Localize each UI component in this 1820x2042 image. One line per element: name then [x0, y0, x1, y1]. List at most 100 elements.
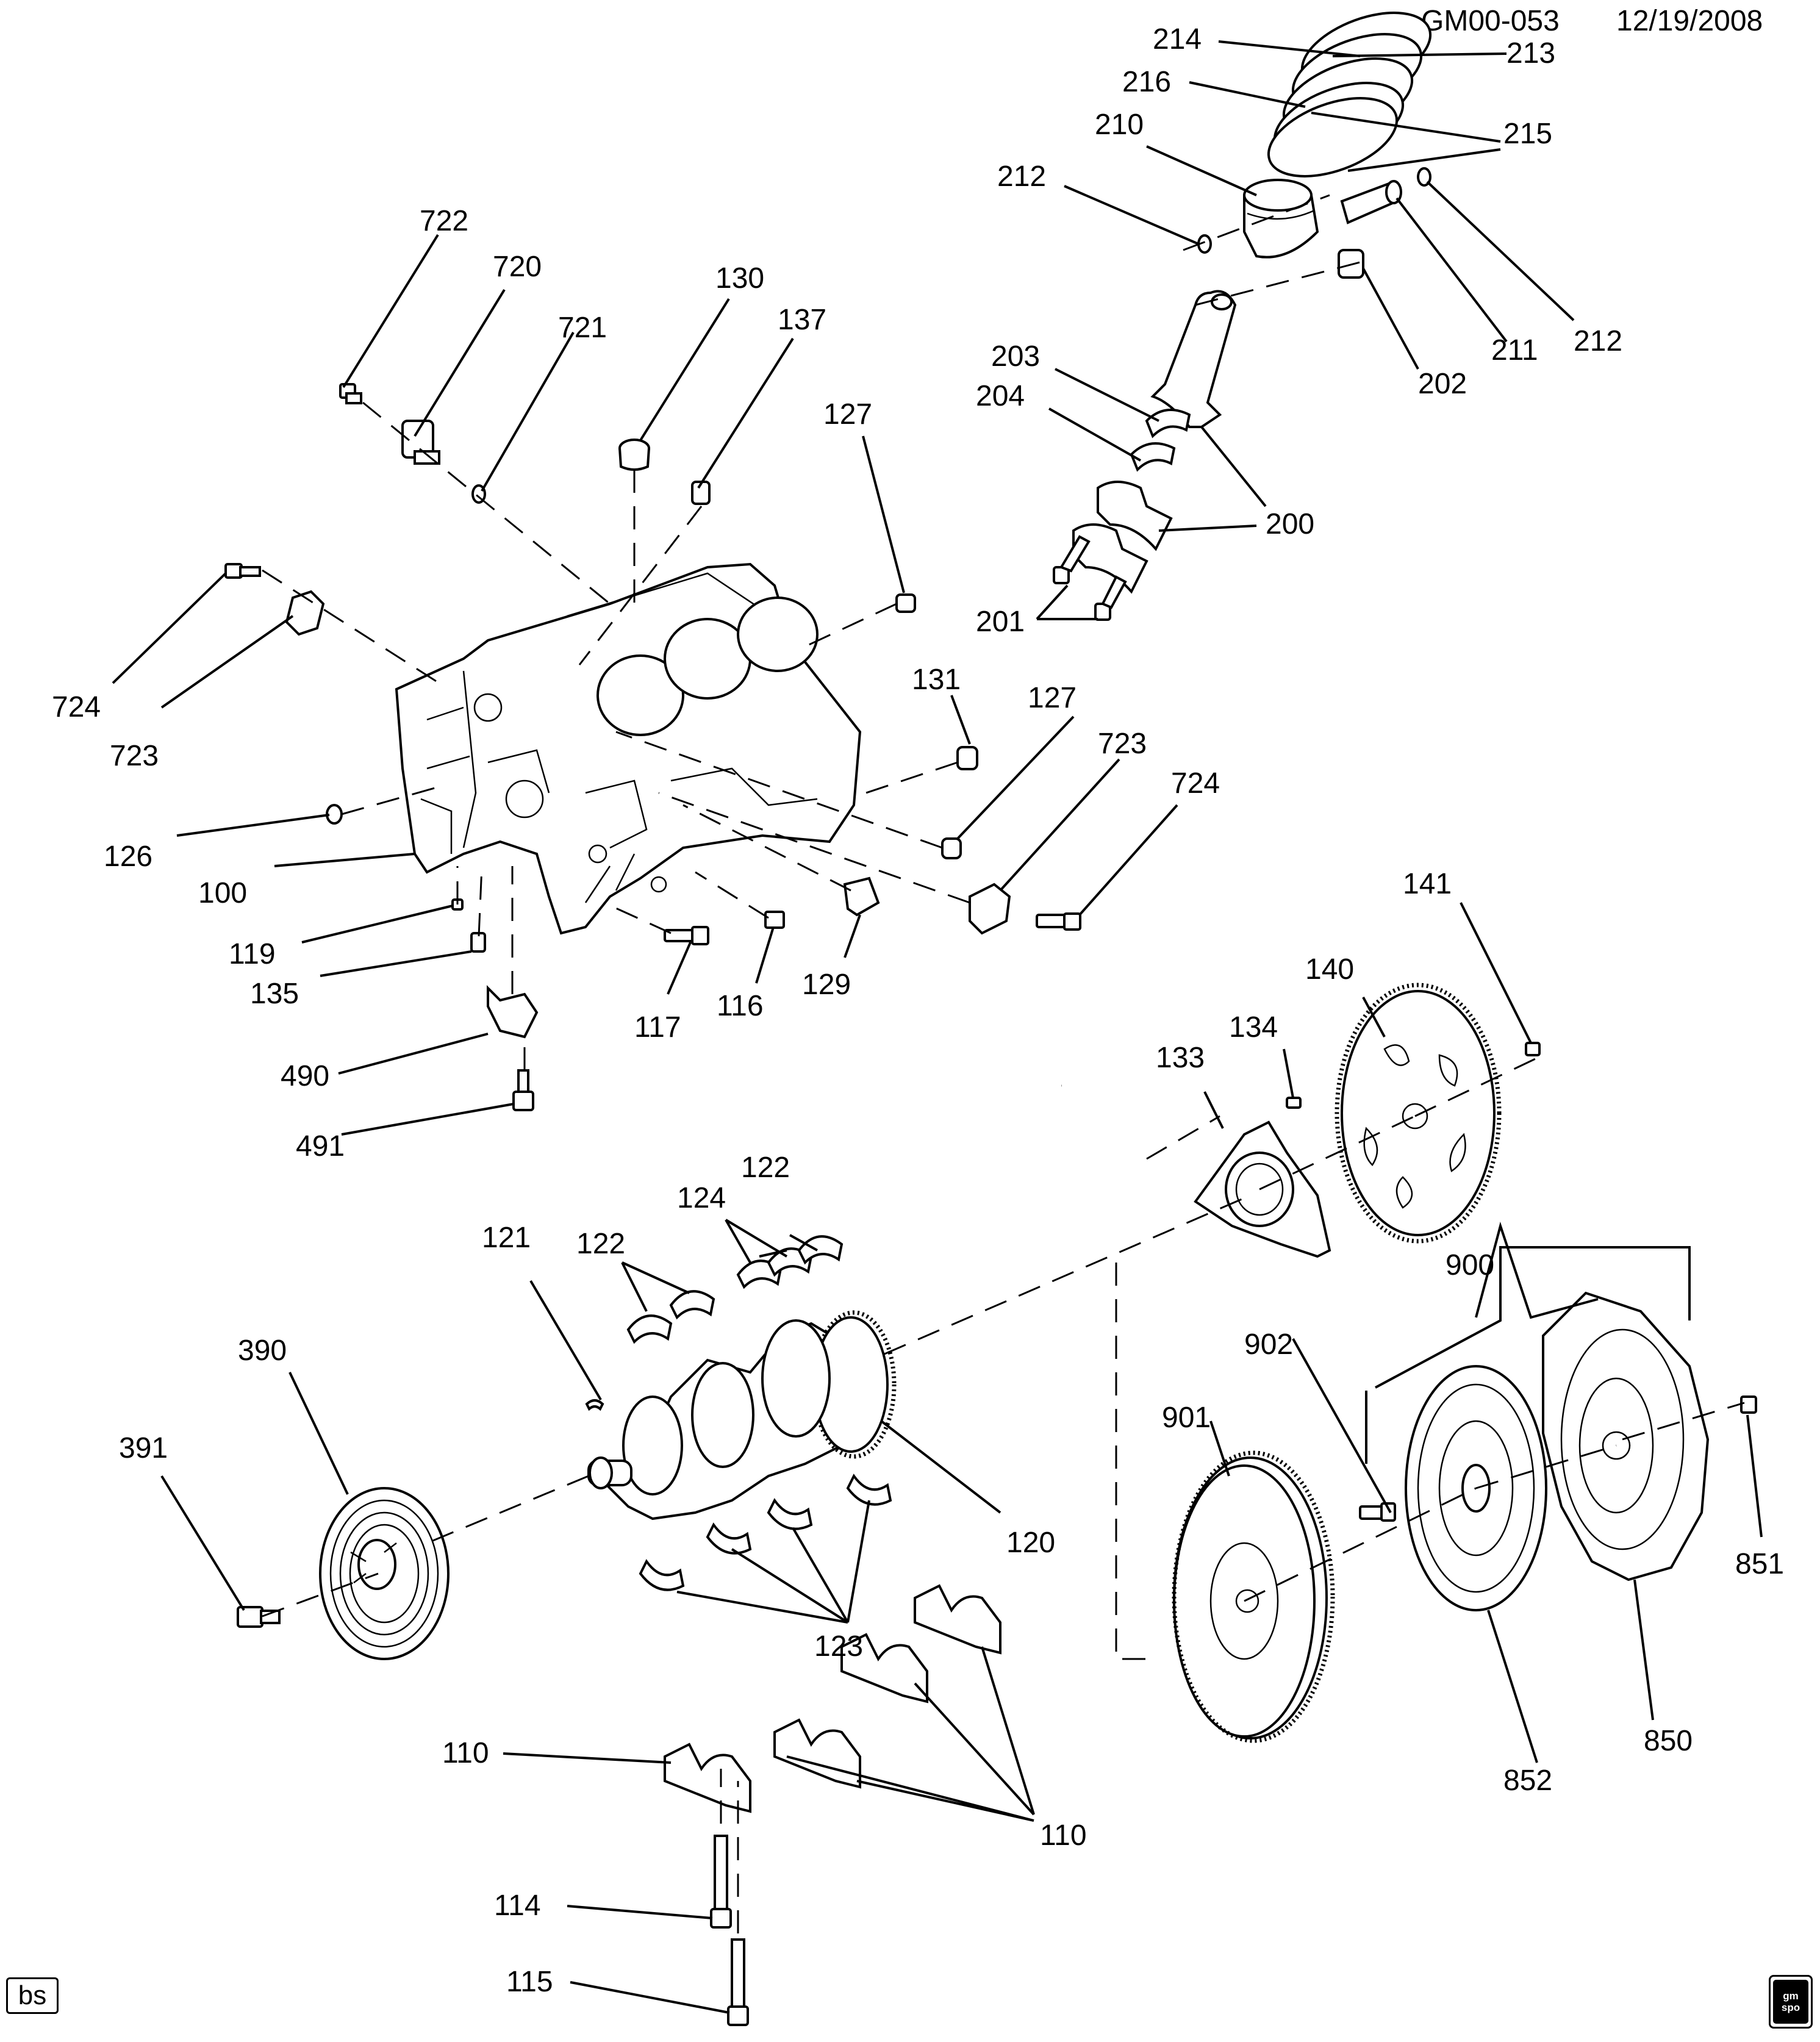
piston-pin: [1340, 180, 1402, 224]
diagram-date: 12/19/2008: [1616, 5, 1763, 37]
callout-130: 130: [715, 262, 764, 295]
callout-391: 391: [119, 1432, 168, 1464]
callout-135: 135: [250, 978, 299, 1010]
callout-901: 901: [1162, 1402, 1211, 1434]
main-bearing-caps: [664, 1584, 1001, 1813]
pulley-bolt: [237, 1606, 281, 1628]
logo-text-gm: gm: [1783, 1990, 1799, 2002]
bolt-902: [1359, 1502, 1396, 1522]
callout-121: 121: [482, 1222, 531, 1254]
callout-490: 490: [281, 1060, 329, 1092]
callout-126: 126: [104, 840, 152, 873]
assembly-lines: [262, 194, 1745, 1933]
callout-131: 131: [912, 664, 961, 696]
flexplate: [1335, 983, 1502, 1244]
callout-491: 491: [296, 1130, 345, 1163]
bolt-724-right: [1036, 912, 1081, 931]
callout-129: 129: [802, 969, 851, 1001]
callout-133: 133: [1156, 1042, 1205, 1074]
plug-127-lower: [941, 837, 962, 859]
bolt-724-left: [224, 563, 261, 579]
callout-216: 216: [1122, 66, 1171, 98]
callout-120: 120: [1006, 1527, 1055, 1559]
logo-text-spo: spo: [1781, 2002, 1800, 2013]
callout-215: 215: [1503, 118, 1552, 150]
connecting-rod-bearings: [1130, 409, 1191, 472]
bs-badge: bs: [6, 1977, 59, 2014]
callout-137: 137: [778, 304, 826, 336]
bolt-115: [727, 1938, 749, 2026]
piston-pin-retainers: [1197, 167, 1431, 254]
callout-214: 214: [1153, 23, 1202, 56]
rear-main-seal-housing: [1194, 1120, 1331, 1258]
engine-block: [395, 562, 862, 935]
callout-117: 117: [634, 1011, 681, 1044]
bolt-114: [710, 1835, 732, 1929]
bolt-851: [1740, 1395, 1757, 1414]
callout-203: 203: [991, 340, 1040, 373]
callout-122-upper: 122: [741, 1152, 790, 1184]
callout-124: 124: [677, 1182, 726, 1214]
callout-902: 902: [1244, 1328, 1293, 1361]
callout-210: 210: [1095, 109, 1144, 141]
bolt-491: [512, 1069, 534, 1111]
callout-212-right: 212: [1574, 325, 1622, 357]
sensor-723-right: [969, 883, 1011, 935]
sensor-490: [487, 985, 539, 1039]
callout-724-left: 724: [52, 691, 101, 723]
callout-723-right: 723: [1098, 728, 1147, 760]
clutch-pressure-plate: [1542, 1291, 1710, 1582]
bolt-134: [1286, 1097, 1302, 1109]
thrust-washer: [585, 1399, 604, 1411]
bolt-117: [664, 926, 709, 945]
callout-labels: 214 213 216 215 210 212 211 212 202 203 …: [52, 23, 1784, 1998]
plug-129: [843, 876, 880, 917]
callout-211: 211: [1491, 334, 1538, 367]
callout-852: 852: [1503, 1764, 1552, 1797]
main-bearings: [626, 1235, 892, 1591]
bolt-116: [764, 911, 785, 929]
callout-200: 200: [1266, 508, 1314, 540]
connecting-rod-bolts: [1053, 535, 1127, 621]
callout-720: 720: [493, 251, 542, 283]
callout-119: 119: [229, 938, 276, 970]
callout-127-upper: 127: [823, 398, 872, 431]
gm-spo-logo: gm spo: [1769, 1975, 1813, 2029]
callout-851: 851: [1735, 1548, 1784, 1580]
leader-lines: [112, 40, 1763, 2014]
callout-724-right: 724: [1171, 767, 1220, 800]
piston-rings: [1267, 12, 1432, 177]
callout-722: 722: [420, 205, 468, 237]
sensor-723-left: [285, 590, 325, 636]
crankshaft: [587, 1310, 897, 1521]
callout-115: 115: [506, 1966, 553, 1998]
plug-131: [956, 746, 978, 770]
callout-390: 390: [238, 1334, 287, 1367]
crankshaft-balancer-pulley: [319, 1487, 450, 1660]
callout-110-left: 110: [442, 1737, 489, 1769]
plug-130: [618, 439, 650, 471]
callout-127-lower: 127: [1028, 682, 1077, 714]
callout-204: 204: [976, 380, 1025, 412]
callout-201: 201: [976, 606, 1025, 638]
diagram-id: GM00-053: [1421, 5, 1560, 37]
callout-123: 123: [814, 1630, 863, 1663]
callout-114: 114: [494, 1890, 541, 1922]
callout-202: 202: [1418, 368, 1467, 400]
callout-721: 721: [558, 312, 607, 344]
callout-850: 850: [1644, 1725, 1693, 1757]
plug-127-upper: [895, 593, 916, 613]
callout-122-lower: 122: [576, 1228, 625, 1260]
callout-140: 140: [1305, 953, 1354, 986]
callout-213: 213: [1507, 37, 1555, 70]
connecting-rod: [1072, 290, 1237, 594]
callout-100: 100: [198, 877, 247, 909]
callout-900: 900: [1446, 1249, 1494, 1281]
callout-141: 141: [1403, 868, 1452, 900]
callout-116: 116: [717, 990, 764, 1022]
piston: [1243, 179, 1319, 259]
callout-110-right: 110: [1040, 1819, 1087, 1852]
callout-134: 134: [1229, 1011, 1278, 1044]
bolt-141: [1525, 1042, 1541, 1056]
